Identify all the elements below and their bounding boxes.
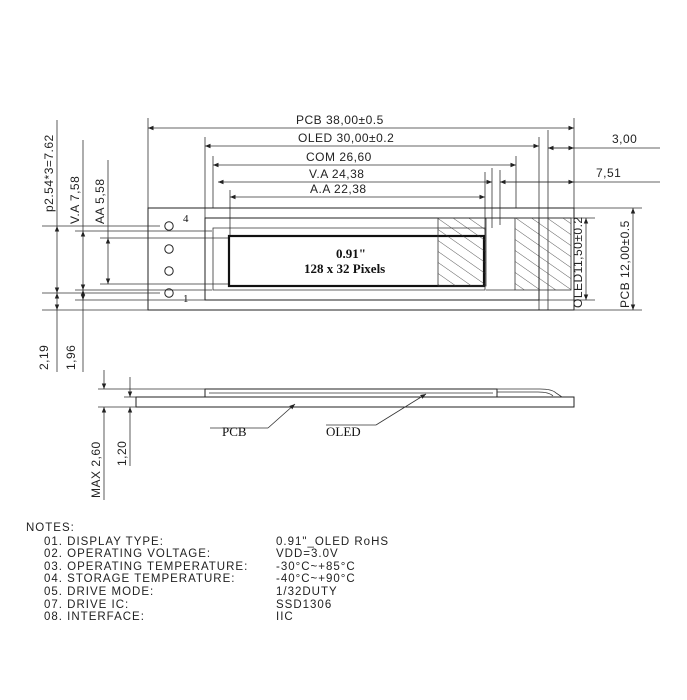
pitch-label: p2.54*3=7.62 bbox=[42, 134, 56, 212]
pin-3 bbox=[164, 244, 174, 254]
display-resolution-text: 128 x 32 Pixels bbox=[304, 261, 385, 276]
right-offset-2-label: 7,51 bbox=[596, 166, 621, 180]
left-2-19-label: 2,19 bbox=[37, 345, 51, 370]
oled-outline bbox=[204, 217, 540, 301]
side-pcb-label: PCB bbox=[222, 424, 247, 439]
pin-1 bbox=[164, 288, 174, 298]
note-value: 1/32DUTY bbox=[276, 585, 338, 598]
va-width-label: V.A 24,38 bbox=[309, 167, 364, 181]
com-label: COM 26,60 bbox=[306, 150, 372, 164]
dimension-com: COM 26,60 bbox=[212, 150, 517, 208]
dimension-pcb-height: PCB 12,00±0.5 bbox=[574, 207, 642, 311]
aa-height-label: AA 5,58 bbox=[93, 178, 107, 224]
fpc-hatch-right bbox=[514, 217, 572, 291]
left-1-96-label: 1,96 bbox=[64, 345, 78, 370]
note-value: 0.91"_OLED RoHS bbox=[276, 535, 390, 548]
note-item: 02. OPERATING VOLTAGE: VDD=3.0V bbox=[26, 548, 446, 561]
pin-header: 4 1 bbox=[164, 213, 189, 305]
va-height-label: V.A 7,58 bbox=[68, 176, 82, 224]
note-item: 01. DISPLAY TYPE: 0.91"_OLED RoHS bbox=[26, 536, 446, 549]
note-value: SSD1306 bbox=[276, 598, 333, 611]
side-oled bbox=[204, 388, 498, 398]
fpc-hatch-left bbox=[437, 217, 487, 287]
max-thickness-label: MAX 2,60 bbox=[89, 441, 103, 498]
pin-4 bbox=[164, 221, 174, 231]
right-offset-1-label: 3,00 bbox=[612, 132, 637, 146]
pcb-thickness-label: 1,20 bbox=[115, 441, 129, 466]
display-size-text: 0.91" bbox=[336, 246, 366, 261]
note-item: 08. INTERFACE: IIC bbox=[26, 611, 446, 624]
module-side-view: PCB OLED bbox=[135, 388, 575, 439]
note-key: 02. OPERATING VOLTAGE: bbox=[44, 548, 212, 561]
note-item: 04. STORAGE TEMPERATURE: -40°C~+90°C bbox=[26, 573, 446, 586]
side-flex bbox=[497, 388, 563, 398]
dimension-oled-width: OLED 30,00±0.2 bbox=[204, 131, 540, 310]
pcb-height-label: PCB 12,00±0.5 bbox=[618, 220, 632, 308]
dimension-max-thickness: MAX 2,60 bbox=[89, 370, 205, 500]
dimension-left-1-96: 1,96 bbox=[64, 290, 205, 372]
pin-first-label: 1 bbox=[183, 293, 189, 305]
note-value: -30°C~+85°C bbox=[276, 560, 356, 573]
side-oled-label: OLED bbox=[326, 424, 361, 439]
oled-width-label: OLED 30,00±0.2 bbox=[298, 131, 394, 145]
note-value: -40°C~+90°C bbox=[276, 573, 356, 586]
note-value: VDD=3.0V bbox=[276, 548, 339, 561]
side-pcb bbox=[135, 396, 575, 408]
note-key: 05. DRIVE MODE: bbox=[44, 585, 155, 598]
pcb-outline bbox=[147, 207, 575, 311]
oled-height-label: OLED11,50±0.2 bbox=[571, 216, 585, 308]
dimension-pcb-thickness: 1,20 bbox=[115, 377, 136, 466]
dimension-left-2-19: 2,19 bbox=[37, 293, 148, 372]
dimension-va-height: V.A 7,58 bbox=[68, 140, 212, 291]
dimension-pitch: p2.54*3=7.62 bbox=[42, 120, 160, 294]
pcb-width-label: PCB 38,00±0.5 bbox=[296, 113, 384, 127]
note-key: 07. DRIVE IC: bbox=[44, 598, 130, 611]
module-top-view: 0.91" 128 x 32 Pixels 4 1 bbox=[147, 207, 575, 311]
note-item: 05. DRIVE MODE: 1/32DUTY bbox=[26, 586, 446, 599]
dimension-va-width: V.A 24,38 bbox=[218, 167, 493, 228]
note-value: IIC bbox=[276, 611, 294, 624]
note-item: 07. DRIVE IC: SSD1306 bbox=[26, 599, 446, 612]
aa-width-label: A.A 22,38 bbox=[310, 182, 367, 196]
note-key: 04. STORAGE TEMPERATURE: bbox=[44, 573, 236, 586]
pin-2 bbox=[164, 266, 174, 276]
note-key: 08. INTERFACE: bbox=[44, 611, 145, 624]
notes-title: NOTES: bbox=[26, 522, 75, 534]
note-key: 01. DISPLAY TYPE: bbox=[44, 535, 164, 548]
va-outline bbox=[212, 227, 486, 291]
dimension-pcb-width: PCB 38,00±0.5 bbox=[147, 113, 575, 208]
note-key: 03. OPERATING TEMPERATURE: bbox=[44, 560, 249, 573]
pin-last-label: 4 bbox=[183, 213, 189, 225]
dimension-right-offset-2: 7,51 bbox=[499, 166, 660, 225]
note-item: 03. OPERATING TEMPERATURE: -30°C~+85°C bbox=[26, 561, 446, 574]
dimension-aa-height: AA 5,58 bbox=[93, 160, 228, 285]
dimension-oled-height: OLED11,50±0.2 bbox=[539, 216, 595, 308]
